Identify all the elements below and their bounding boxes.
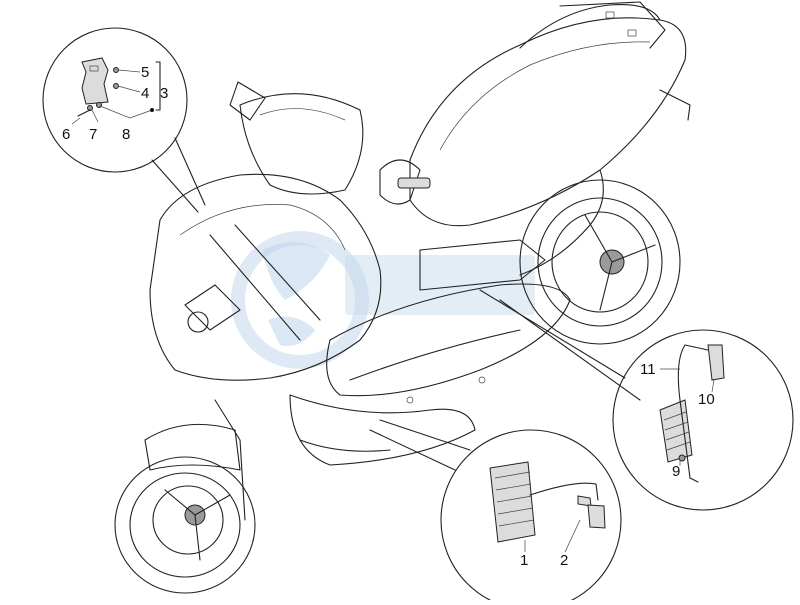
- front-wheel: [114, 399, 256, 594]
- seat-rear-body: [409, 1, 691, 276]
- label-part-8: 8: [122, 126, 130, 143]
- label-part-4: 4: [141, 85, 149, 102]
- rear-wheel: [519, 179, 681, 345]
- label-part-7: 7: [89, 126, 97, 143]
- callout-bracket-parts: [42, 27, 206, 213]
- label-part-6: 6: [62, 126, 70, 143]
- windscreen-handlebar: [229, 81, 431, 205]
- part-labels: 1 2 3 4 5 6 7 8 9 10 11: [62, 64, 715, 569]
- callout-cable-parts: [479, 289, 794, 511]
- label-part-10: 10: [698, 391, 715, 408]
- label-part-9: 9: [672, 463, 680, 480]
- label-part-11: 11: [640, 361, 656, 378]
- callout-regulator-parts: [369, 419, 622, 605]
- label-part-2: 2: [560, 552, 568, 569]
- label-part-1: 1: [520, 552, 528, 569]
- label-part-5: 5: [141, 64, 149, 81]
- front-fairing: [149, 173, 382, 381]
- watermark-logo: [231, 231, 535, 369]
- label-part-3: 3: [160, 85, 168, 102]
